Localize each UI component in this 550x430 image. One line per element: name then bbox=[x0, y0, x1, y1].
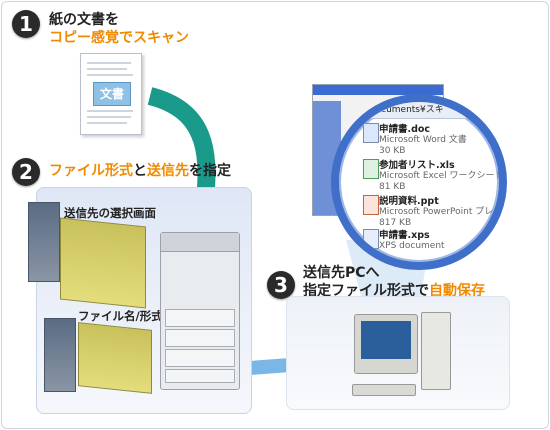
step2-title: ファイル形式と送信先を指定 bbox=[49, 163, 231, 179]
file-item-ppt: 説明資料.ppt Microsoft PowerPoint プレ 817 KB bbox=[363, 195, 493, 229]
step3-title: 送信先PCへ bbox=[303, 265, 380, 281]
xps-icon bbox=[363, 229, 379, 249]
pc-tower bbox=[421, 312, 451, 390]
file-item-doc: 申請書.doc Microsoft Word 文書 30 KB bbox=[363, 123, 467, 157]
destination-select-screen bbox=[60, 217, 146, 309]
file-item-xls: 参加者リスト.xls Microsoft Excel ワークシート 81 KB bbox=[363, 159, 499, 193]
pc-monitor bbox=[354, 314, 418, 374]
file-item-xps: 申請書.xps XPS document bbox=[363, 229, 445, 252]
step3-subtitle: 指定ファイル形式で自動保存 bbox=[303, 283, 485, 299]
paper-document: 文書 bbox=[80, 53, 142, 135]
step2-number: 2 bbox=[12, 158, 40, 186]
powerpoint-icon bbox=[363, 195, 379, 215]
word-icon bbox=[363, 123, 379, 143]
filename-format-screen bbox=[78, 322, 152, 394]
step1-subtitle: コピー感覚でスキャン bbox=[49, 30, 189, 46]
step1-number: 1 bbox=[12, 10, 40, 38]
filename-screen-sidebar bbox=[44, 318, 76, 392]
explorer-path: ¥My Documents¥スキ bbox=[339, 102, 499, 119]
magnifier-lens: ¥My Documents¥スキ 申請書.doc Microsoft Word … bbox=[331, 94, 507, 270]
step1-title: 紙の文書を bbox=[49, 12, 119, 28]
destination-screen-label: 送信先の選択画面 bbox=[64, 206, 156, 220]
excel-icon bbox=[363, 159, 379, 179]
document-label: 文書 bbox=[93, 82, 131, 106]
pc-keyboard bbox=[352, 384, 416, 396]
step3-number: 3 bbox=[267, 271, 295, 299]
scan-arrow-body bbox=[147, 87, 216, 201]
destination-screen-sidebar bbox=[28, 202, 60, 282]
copier-machine bbox=[160, 232, 240, 390]
